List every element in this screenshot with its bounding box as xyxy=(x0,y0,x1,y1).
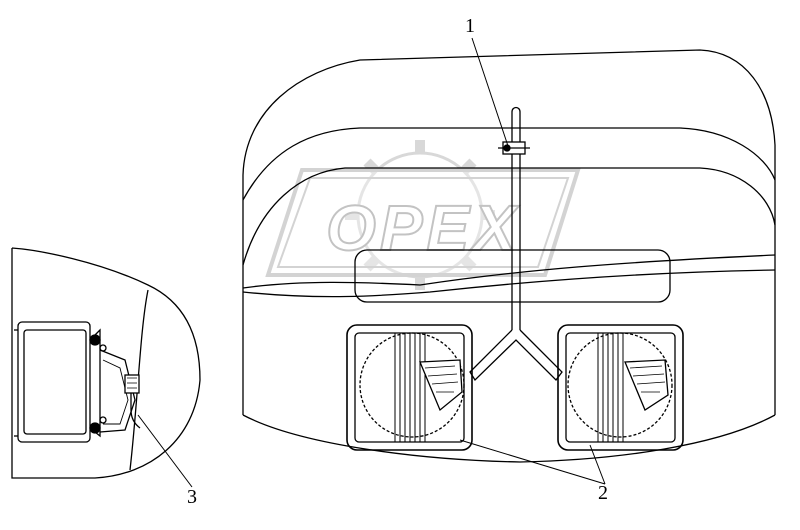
cab-outline xyxy=(242,49,776,415)
cab-front-view xyxy=(242,49,776,463)
watermark-text: OPEX xyxy=(326,192,520,264)
pipe-bracket xyxy=(469,106,563,382)
lamp-wiring-connector xyxy=(124,374,141,429)
headlamp-left-lens xyxy=(394,333,426,442)
side-panel-outline xyxy=(11,247,201,479)
callout-number-2: 2 xyxy=(598,482,608,504)
side-detail-view xyxy=(11,247,201,479)
opex-watermark: OPEX xyxy=(265,140,581,290)
leader-1 xyxy=(471,37,509,147)
leader-3 xyxy=(137,414,193,488)
headlamp-right xyxy=(557,324,684,451)
callout-number-1: 1 xyxy=(465,15,475,37)
callout-number-3: 3 xyxy=(187,486,197,508)
leader-2a xyxy=(459,439,606,485)
side-lamp-body xyxy=(14,321,141,443)
headlamp-right-lens xyxy=(597,333,624,442)
leader-lines xyxy=(137,37,606,488)
headlamp-left xyxy=(346,324,473,451)
leader-2b xyxy=(589,444,606,485)
